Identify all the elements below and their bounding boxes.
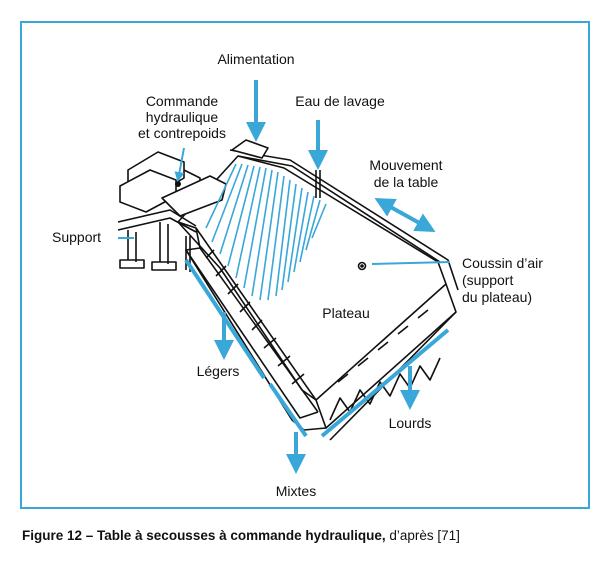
- flow-arrows: [118, 80, 451, 474]
- label-plateau: Plateau: [322, 305, 369, 321]
- lourds-collector: [320, 328, 450, 438]
- wash-water-lines: [205, 163, 327, 301]
- label-commande-3: et contrepoids: [138, 125, 226, 141]
- commande-leader: [174, 147, 185, 182]
- caption-title: Figure 12 – Table à secousses à commande…: [22, 528, 386, 543]
- label-legers: Légers: [197, 363, 240, 379]
- mixtes-collector: [268, 382, 308, 438]
- label-mouvement-2: de la table: [374, 174, 439, 190]
- label-coussin-3: du plateau): [462, 289, 532, 305]
- label-commande-2: hydraulique: [146, 109, 219, 125]
- label-commande-1: Commande: [146, 93, 219, 109]
- label-support: Support: [52, 229, 101, 245]
- riffles: [205, 249, 429, 385]
- label-mixtes: Mixtes: [276, 483, 316, 499]
- water-pipe: [315, 170, 321, 198]
- label-coussin-1: Coussin d’air: [462, 255, 543, 271]
- launder: [177, 221, 319, 419]
- labels: Alimentation Commande hydraulique et con…: [52, 51, 543, 499]
- coussin-leader: [371, 261, 451, 265]
- label-lourds: Lourds: [389, 415, 432, 431]
- label-coussin-2: (support: [462, 272, 513, 288]
- deck-lower-edge: [315, 283, 457, 429]
- mouvement-arrow: [374, 198, 436, 232]
- label-mouvement-1: Mouvement: [369, 157, 442, 173]
- feed-box: [231, 139, 269, 159]
- figure-caption: Figure 12 – Table à secousses à commande…: [22, 528, 602, 543]
- label-alimentation: Alimentation: [217, 51, 294, 67]
- support-frame: [117, 209, 197, 272]
- caption-source: d’après [71]: [385, 528, 460, 543]
- label-eau: Eau de lavage: [295, 93, 385, 109]
- air-cushion: [357, 261, 367, 271]
